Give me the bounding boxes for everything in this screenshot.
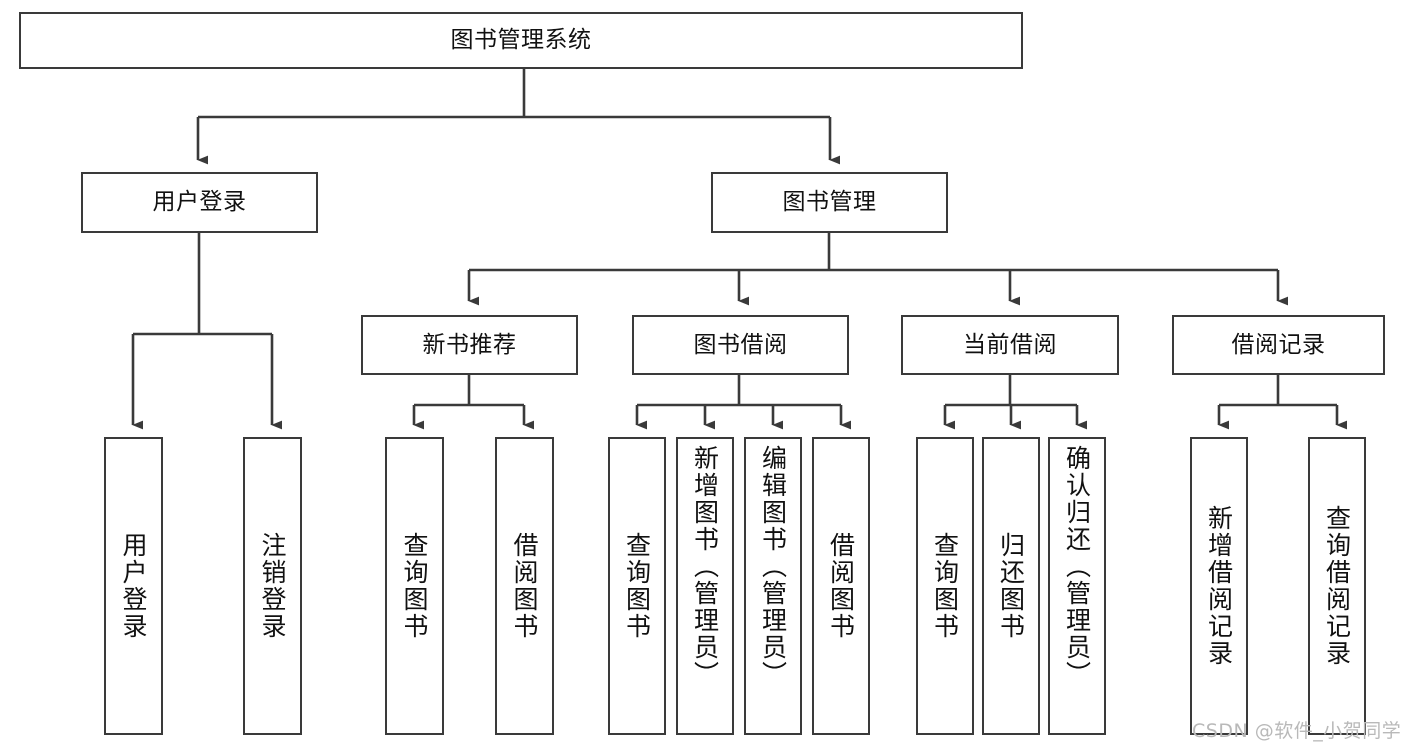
- node-label: 查询借阅记录: [1322, 505, 1352, 667]
- leaf-add-borrow-record[interactable]: 新增借阅记录: [1190, 437, 1248, 735]
- node-label: 编辑图书（管理员）: [758, 445, 788, 688]
- node-label: 当前借阅: [963, 331, 1057, 358]
- node-label: 新增图书（管理员）: [690, 445, 720, 688]
- node-label: 图书借阅: [693, 331, 788, 358]
- node-label: 查询图书: [400, 532, 429, 640]
- node-root-system[interactable]: 图书管理系统: [19, 12, 1023, 69]
- node-label: 用户登录: [152, 189, 247, 216]
- csdn-watermark: CSDN @软件_小贺同学: [1192, 720, 1402, 742]
- leaf-query-book-current[interactable]: 查询图书: [916, 437, 974, 735]
- leaf-edit-book-admin[interactable]: 编辑图书（管理员）: [744, 437, 802, 735]
- node-label: 用户登录: [119, 532, 148, 640]
- node-label: 新书推荐: [422, 331, 517, 358]
- node-label: 确认归还（管理员）: [1062, 445, 1092, 688]
- node-label: 图书管理系统: [450, 27, 592, 54]
- leaf-confirm-return-admin[interactable]: 确认归还（管理员）: [1048, 437, 1106, 735]
- node-label: 注销登录: [258, 532, 287, 640]
- leaf-query-borrow-record[interactable]: 查询借阅记录: [1308, 437, 1366, 735]
- leaf-logout[interactable]: 注销登录: [243, 437, 302, 735]
- node-book-management[interactable]: 图书管理: [711, 172, 948, 233]
- node-label: 借阅图书: [826, 532, 856, 640]
- leaf-borrow-book[interactable]: 借阅图书: [812, 437, 870, 735]
- node-current-borrow[interactable]: 当前借阅: [901, 315, 1119, 375]
- leaf-borrow-book-recommend[interactable]: 借阅图书: [495, 437, 554, 735]
- node-label: 查询图书: [622, 532, 652, 640]
- leaf-add-book-admin[interactable]: 新增图书（管理员）: [676, 437, 734, 735]
- node-label: 借阅图书: [510, 532, 539, 640]
- node-user-login[interactable]: 用户登录: [81, 172, 318, 233]
- leaf-user-login[interactable]: 用户登录: [104, 437, 163, 735]
- node-label: 图书管理: [782, 189, 877, 216]
- node-label: 归还图书: [996, 532, 1026, 640]
- leaf-query-book-recommend[interactable]: 查询图书: [385, 437, 444, 735]
- leaf-return-book[interactable]: 归还图书: [982, 437, 1040, 735]
- node-label: 借阅记录: [1231, 331, 1326, 358]
- node-borrow-record[interactable]: 借阅记录: [1172, 315, 1385, 375]
- node-label: 新增借阅记录: [1204, 505, 1234, 667]
- node-book-borrow[interactable]: 图书借阅: [632, 315, 849, 375]
- node-label: 查询图书: [930, 532, 960, 640]
- node-new-book-recommend[interactable]: 新书推荐: [361, 315, 578, 375]
- leaf-query-book-borrow[interactable]: 查询图书: [608, 437, 666, 735]
